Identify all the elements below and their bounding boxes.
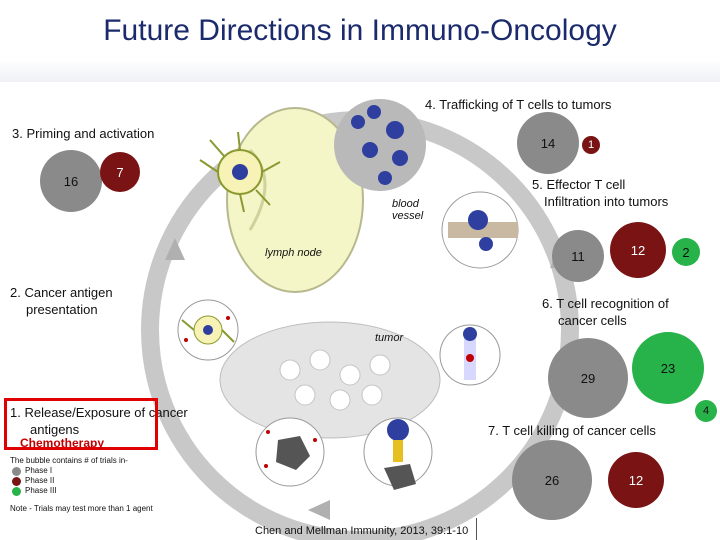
- bubble-s4-phase1: 14: [517, 112, 579, 174]
- bubble-s7-phase2: 12: [608, 452, 664, 508]
- legend-intro: The bubble contains # of trials in-: [10, 456, 128, 465]
- step-3-label: 3. Priming and activation: [12, 126, 155, 141]
- legend-phase1: Phase I: [12, 466, 155, 476]
- bubble-s7-phase1: 26: [512, 440, 592, 520]
- bubble-s3-phase2: 7: [100, 152, 140, 192]
- bubble-s6-phase1: 29: [548, 338, 628, 418]
- citation-divider: [476, 518, 477, 540]
- tcell-recognition: [439, 324, 501, 386]
- bubble-s6-phase3: 23: [632, 332, 704, 404]
- chemotherapy-label: Chemotherapy: [20, 436, 105, 450]
- legend-phase3: Phase III: [12, 486, 155, 496]
- tumor-label: tumor: [375, 332, 404, 344]
- highlight-box: [4, 398, 158, 450]
- cycle-arrow-bottom: [308, 500, 330, 520]
- tumor-mass: [219, 321, 441, 439]
- header-bar: [0, 60, 720, 82]
- legend-phase2: Phase II: [12, 476, 155, 486]
- bubble-s5-phase1: 11: [552, 230, 604, 282]
- tcell-killing: [363, 417, 433, 490]
- legend-note: Note - Trials may test more than 1 agent: [10, 504, 153, 513]
- legend: The bubble contains # of trials in- Phas…: [10, 456, 155, 514]
- dendritic-cell-lymph: [199, 131, 281, 213]
- step-7-label: 7. T cell killing of cancer cells: [488, 423, 656, 438]
- step-4-label: 4. Trafficking of T cells to tumors: [425, 97, 612, 112]
- slide-title: Future Directions in Immuno-Oncology: [103, 14, 617, 47]
- antigen-release: [255, 417, 325, 487]
- bubble-s3-phase1: 16: [40, 150, 102, 212]
- cycle-arrow-left: [165, 238, 185, 260]
- phase3-dot: [12, 486, 21, 496]
- bubble-s5-phase3: 2: [672, 238, 700, 266]
- lymph-node: [226, 107, 364, 293]
- lymph-node-label: lymph node: [265, 247, 322, 259]
- bubble-s7-phase3: 4: [695, 400, 717, 422]
- vessel-wall-infiltration: [441, 191, 519, 269]
- citation: Chen and Mellman Immunity, 2013, 39:1-10: [255, 525, 469, 537]
- phase2-dot: [12, 476, 21, 486]
- bubble-s5-phase2: 12: [610, 222, 666, 278]
- bubble-s4-phase2: 1: [582, 136, 600, 154]
- antigen-presenting-cell: [177, 299, 239, 361]
- blood-vessel-tcells: [334, 99, 426, 191]
- phase1-dot: [12, 466, 21, 476]
